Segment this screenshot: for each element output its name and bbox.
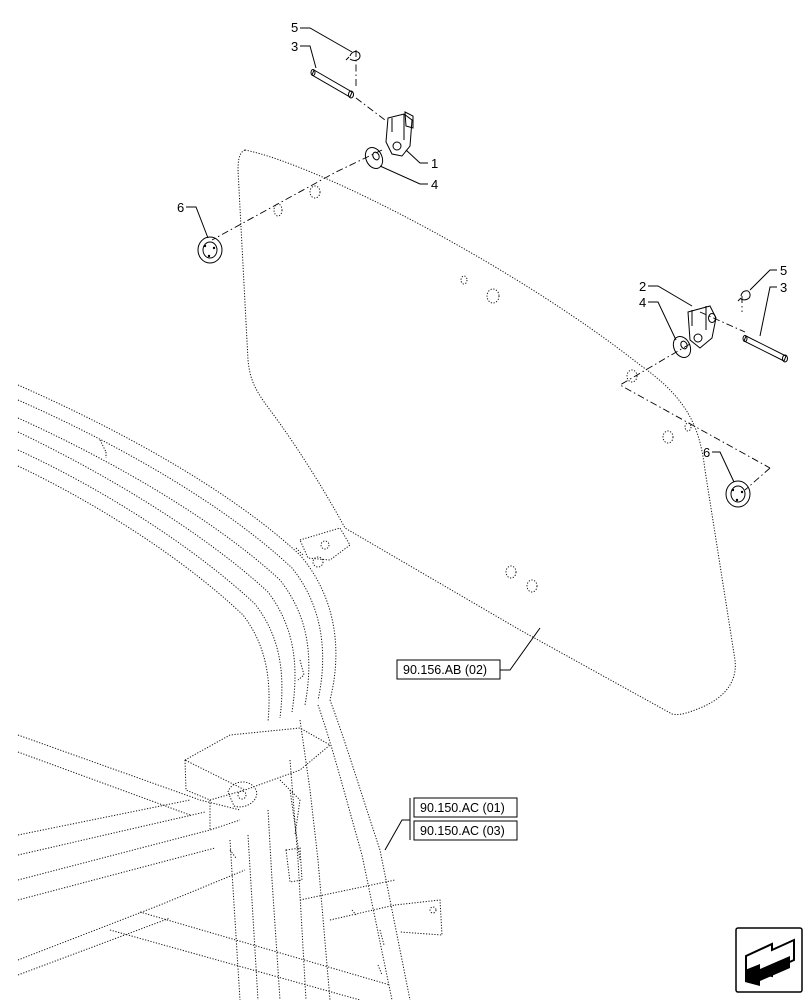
- washer-4-top: [364, 146, 384, 170]
- panel-hole: [626, 369, 638, 383]
- callout-c3a: 3: [291, 39, 298, 54]
- callout-c1: 1: [431, 156, 438, 171]
- panel-hole: [684, 422, 692, 432]
- panel-hole: [662, 430, 674, 444]
- cotter-pin-5-top: [345, 51, 361, 61]
- washer-4-right: [672, 335, 692, 359]
- reference-frame-2-text: 90.150.AC (03): [420, 824, 505, 838]
- callout-c4b: 4: [639, 295, 646, 310]
- callout-c5a: 5: [291, 20, 298, 35]
- cotter-pin-5-right: [737, 290, 751, 302]
- reference-frame-1-text: 90.150.AC (01): [420, 801, 505, 815]
- panel-hole: [505, 565, 517, 579]
- grommet-6-right: [725, 480, 751, 508]
- side-panel: [237, 149, 736, 715]
- panel-hole: [460, 275, 468, 285]
- callout-c2: 2: [639, 279, 646, 294]
- reference-panel[interactable]: 90.156.AB (02): [396, 659, 501, 680]
- reference-frame-1[interactable]: 90.150.AC (01): [413, 797, 518, 818]
- cab-frame: [17, 384, 443, 1000]
- grommet-6-left: [197, 236, 223, 264]
- callout-c3b: 3: [780, 280, 787, 295]
- hinge-1: [385, 111, 414, 157]
- callout-c6a: 6: [177, 200, 184, 215]
- callout-numbers: 5 3 1 4 6 2 4 5 3 6: [177, 20, 787, 460]
- reference-panel-text: 90.156.AB (02): [403, 663, 487, 677]
- hinge-pin-3-right: [742, 335, 788, 363]
- callout-c5b: 5: [780, 263, 787, 278]
- next-page-arrow-icon[interactable]: [735, 927, 803, 993]
- reference-frame-2[interactable]: 90.150.AC (03): [413, 820, 518, 841]
- panel-hole: [526, 579, 538, 593]
- panel-hole: [309, 185, 321, 199]
- hinge-pin-3-top: [310, 69, 354, 99]
- assembly-centerlines: [211, 50, 771, 491]
- panel-hole: [486, 288, 500, 304]
- callout-c6b: 6: [703, 445, 710, 460]
- hinge-2: [687, 305, 717, 349]
- callout-leaders: [186, 27, 777, 851]
- callout-c4a: 4: [431, 177, 438, 192]
